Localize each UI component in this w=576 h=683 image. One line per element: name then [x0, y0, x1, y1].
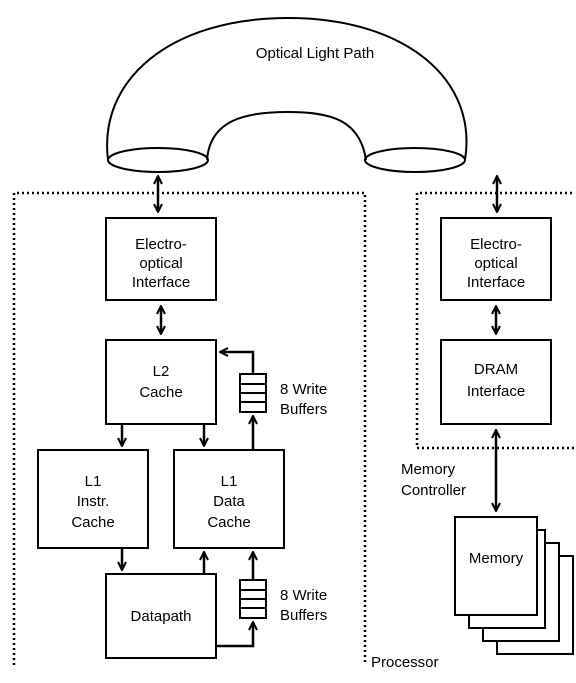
- datapath-block: [105, 573, 217, 659]
- l1d-line1: L1: [221, 473, 238, 490]
- eo-proc-line2: optical: [139, 255, 182, 272]
- write-buffers-top: [239, 373, 267, 413]
- dram-line2: Interface: [467, 383, 525, 400]
- l1-data-cache-block: [173, 449, 285, 549]
- optical-path-right-end: [364, 147, 466, 173]
- wb-top-line1: 8 Write: [280, 381, 327, 398]
- l2-line2: Cache: [139, 384, 182, 401]
- eo-proc-line1: Electro-: [135, 236, 187, 253]
- l1d-line3: Cache: [207, 514, 250, 531]
- memory-controller-label-1: Memory: [401, 461, 456, 478]
- eo-interface-memory-block: [440, 217, 552, 301]
- l2-line1: L2: [153, 363, 170, 380]
- l1i-line2: Instr.: [77, 493, 110, 510]
- arrows: [122, 176, 497, 648]
- optical-path-outer: [106, 16, 468, 161]
- optical-path-inner: [206, 110, 367, 161]
- dram-interface-block: [440, 339, 552, 425]
- eo-mem-line1: Electro-: [470, 236, 522, 253]
- optical-light-path: [106, 16, 468, 173]
- memory-controller-label-2: Controller: [401, 482, 466, 499]
- l1d-line2: Data: [213, 493, 245, 510]
- memory-label: Memory: [469, 550, 524, 567]
- processor-region-border: [12, 191, 367, 665]
- l1i-line3: Cache: [71, 514, 114, 531]
- datapath-label: Datapath: [131, 608, 192, 625]
- memory-block: [454, 516, 538, 616]
- memory-stack: [454, 516, 574, 655]
- optical-path-left-end: [107, 147, 209, 173]
- dram-line1: DRAM: [474, 361, 518, 378]
- l1i-line1: L1: [85, 473, 102, 490]
- optical-path-label: Optical Light Path: [256, 45, 374, 62]
- wb-bottom-line1: 8 Write: [280, 587, 327, 604]
- write-buffers-bottom: [239, 579, 267, 619]
- l1-instr-cache-block: [37, 449, 149, 549]
- eo-mem-line2: optical: [474, 255, 517, 272]
- arrow-wb-top-to-l2: [220, 352, 255, 374]
- eo-interface-processor-block: [105, 217, 217, 301]
- wb-top-line2: Buffers: [280, 401, 327, 418]
- eo-proc-line3: Interface: [132, 274, 190, 291]
- wb-bottom-line2: Buffers: [280, 607, 327, 624]
- processor-label: Processor: [371, 654, 439, 671]
- l2-cache-block: [105, 339, 217, 425]
- eo-mem-line3: Interface: [467, 274, 525, 291]
- arrow-datapath-to-wb-bottom: [216, 622, 253, 648]
